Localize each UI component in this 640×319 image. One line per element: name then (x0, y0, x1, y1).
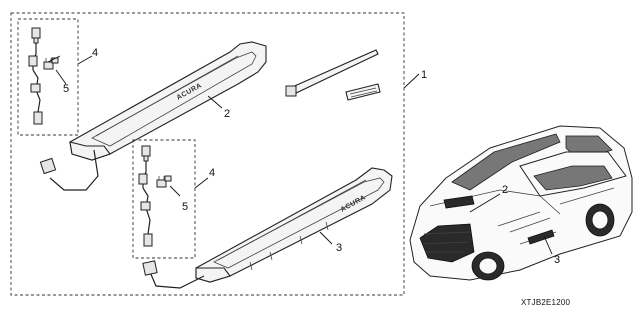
callout-leader-fuse-upper (47, 55, 61, 63)
front-sill-trim: ACURA (69, 41, 267, 161)
callout-leader-harness-upper (77, 55, 93, 65)
front-sill-connector (39, 157, 57, 175)
callout-leader-front-sill (207, 95, 223, 109)
adhesive-pad (345, 83, 381, 101)
rear-sill-connector (142, 260, 158, 276)
rear-sill-trim: ACURA (195, 167, 393, 283)
harness-group-outline-lower (132, 139, 196, 259)
diagram-code: XTJB2E1200 (521, 298, 570, 307)
wire-harness-upper (28, 27, 43, 125)
callout-car-front-location: 2 (502, 184, 508, 196)
callout-harness-lower: 4 (209, 167, 215, 179)
front-sill-wire (49, 149, 99, 191)
callout-fuse-upper: 5 (63, 83, 69, 95)
vehicle-illustration (409, 125, 633, 281)
callout-leader-rear-sill (319, 231, 333, 245)
wire-harness-lower (138, 145, 153, 247)
rear-sill-wire (149, 271, 205, 289)
callout-fuse-lower: 5 (182, 201, 188, 213)
fuse-upper (43, 57, 59, 70)
callout-front-sill: 2 (224, 108, 230, 120)
callout-leader-fuse-lower (169, 185, 181, 197)
callout-leader-kit (403, 73, 420, 89)
callout-car-rear-location: 3 (554, 254, 560, 266)
callout-harness-upper: 4 (92, 47, 98, 59)
callout-leader-car-rear (543, 235, 553, 255)
callout-kit: 1 (421, 69, 427, 81)
callout-leader-harness-lower (194, 177, 209, 189)
cable-tie (285, 49, 379, 97)
fuse-lower (156, 175, 172, 188)
kit-outline (10, 12, 405, 296)
harness-group-outline-upper (17, 18, 79, 136)
callout-leader-car-front (469, 193, 501, 213)
callout-leader-fuse-upper-2 (55, 69, 67, 85)
callout-rear-sill: 3 (336, 242, 342, 254)
